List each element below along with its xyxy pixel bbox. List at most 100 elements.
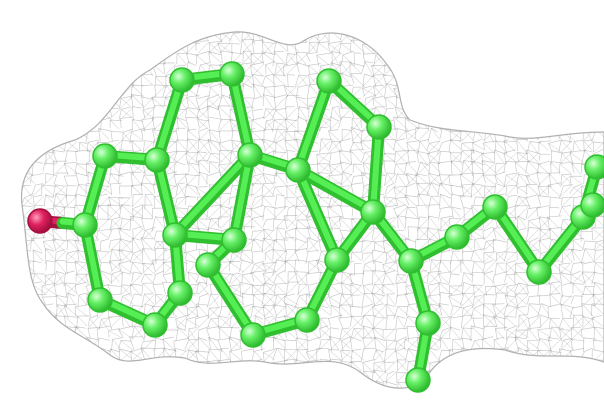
mesh-line [473, 284, 485, 295]
mesh-line [438, 76, 452, 88]
mesh-line [109, 260, 122, 272]
mesh-line [0, 77, 12, 85]
mesh-line [441, 30, 451, 32]
mesh-line [54, 31, 67, 43]
mesh-line [417, 129, 430, 142]
mesh-line [119, 238, 132, 243]
mesh-line [197, 283, 210, 296]
mesh-line [76, 382, 90, 386]
mesh-line [329, 175, 343, 186]
mesh-line [30, 238, 32, 250]
mesh-line [42, 107, 46, 118]
mesh-line [54, 239, 67, 252]
mesh-line [494, 39, 505, 52]
mesh-line [54, 259, 67, 274]
mesh-line [250, 272, 255, 282]
mesh-line [21, 31, 23, 43]
mesh-line [361, 240, 363, 252]
mesh-line [173, 358, 179, 371]
mesh-line [66, 42, 76, 53]
mesh-line [65, 76, 79, 87]
mesh-line [417, 41, 430, 54]
mesh-line [331, 394, 339, 396]
mesh-line [210, 218, 221, 228]
mesh-line [108, 316, 113, 330]
mesh-line [1, 110, 2, 119]
mesh-line [462, 51, 475, 55]
mesh-line [462, 393, 475, 401]
mesh-line [408, 304, 421, 317]
mesh-line [349, 306, 352, 318]
mesh-line [274, 239, 289, 241]
mesh-line [505, 107, 518, 120]
mesh-line [273, 151, 287, 153]
mesh-line [188, 339, 199, 352]
mesh-line [371, 65, 375, 75]
mesh-line [450, 184, 464, 188]
mesh-line [404, 194, 418, 198]
mesh-line [74, 260, 90, 273]
mesh-line [34, 109, 42, 111]
mesh-line [428, 173, 442, 186]
mesh-line [481, 160, 484, 176]
mesh-line [451, 72, 462, 76]
mesh-line [437, 350, 442, 364]
mesh-line [142, 294, 155, 307]
mesh-line [395, 138, 405, 142]
mesh-line [395, 347, 406, 352]
mesh-line [285, 231, 287, 239]
mesh-line [187, 130, 200, 140]
mesh-line [482, 174, 495, 185]
mesh-line [463, 304, 472, 309]
mesh-line [251, 99, 254, 109]
mesh-line [450, 394, 464, 396]
mesh-line [20, 396, 22, 401]
mesh-line [163, 360, 166, 373]
mesh-line [263, 184, 276, 197]
mesh-line [153, 393, 165, 401]
mesh-line [76, 106, 90, 110]
mesh-line [52, 205, 65, 218]
mesh-line [373, 369, 383, 372]
mesh-line [32, 260, 42, 264]
mesh-line [141, 382, 155, 389]
mesh-line [459, 75, 465, 86]
mesh-line [340, 72, 352, 78]
mesh-line [89, 381, 98, 386]
mesh-line [252, 63, 265, 76]
mesh-line [419, 216, 427, 218]
mesh-line [111, 273, 113, 284]
mesh-line [142, 263, 145, 273]
mesh-line [118, 263, 123, 276]
mesh-line [31, 29, 43, 30]
mesh-line [309, 41, 321, 43]
mesh-line [21, 140, 23, 153]
mesh-line [448, 273, 452, 284]
mesh-line [483, 283, 496, 296]
mesh-line [240, 250, 242, 261]
mesh-line [56, 304, 58, 318]
mesh-line [299, 293, 309, 297]
mesh-line [253, 238, 264, 252]
mesh-line [319, 20, 330, 31]
mesh-line [75, 42, 89, 52]
mesh-line [196, 18, 200, 29]
mesh-line [415, 41, 417, 55]
mesh-line [52, 205, 55, 216]
mesh-line [406, 96, 419, 109]
mesh-line [75, 273, 89, 286]
mesh-line [241, 371, 244, 385]
mesh-line [450, 380, 463, 384]
mesh-line [263, 87, 266, 96]
mesh-line [242, 369, 253, 373]
mesh-line [87, 328, 91, 339]
mesh-line [0, 206, 11, 209]
mesh-line [120, 64, 122, 78]
mesh-line [471, 325, 485, 330]
mesh-line [129, 162, 134, 176]
mesh-line [296, 382, 309, 389]
mesh-line [64, 282, 79, 295]
mesh-line [99, 98, 111, 109]
mesh-line [483, 129, 496, 142]
mesh-line [251, 395, 264, 401]
